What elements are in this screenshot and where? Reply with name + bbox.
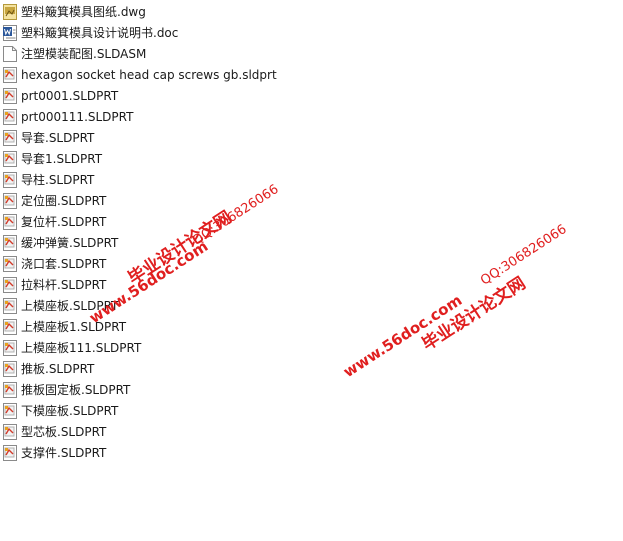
file-item-part[interactable]: 缓冲弹簧.SLDPRT — [3, 233, 118, 253]
sldprt-file-icon — [3, 445, 17, 461]
file-item-label: 缓冲弹簧.SLDPRT — [21, 236, 119, 250]
file-item-label: 塑料簸箕模具图纸.dwg — [21, 5, 146, 19]
dwg-file-icon — [3, 4, 17, 20]
file-item-part[interactable]: 上模座板1.SLDPRT — [3, 317, 126, 337]
file-item-part[interactable]: 拉料杆.SLDPRT — [3, 275, 106, 295]
sldprt-file-icon — [3, 382, 17, 398]
file-item-part[interactable]: 支撑件.SLDPRT — [3, 443, 106, 463]
watermark-qq-1: QQ:306826066 — [190, 181, 282, 249]
file-item-part[interactable]: 导柱.SLDPRT — [3, 170, 94, 190]
sldprt-file-icon — [3, 109, 17, 125]
file-item-label: 导柱.SLDPRT — [21, 173, 95, 187]
file-item-part[interactable]: hexagon socket head cap screws gb.sldprt — [3, 65, 277, 85]
sldprt-file-icon — [3, 424, 17, 440]
watermark-title-2: 毕业设计论文网 — [418, 273, 530, 355]
file-item-label: 上模座板.SLDPRT — [21, 299, 119, 313]
file-item-label: 浇口套.SLDPRT — [21, 257, 107, 271]
file-item-label: 导套.SLDPRT — [21, 131, 95, 145]
file-item-label: 型芯板.SLDPRT — [21, 425, 107, 439]
file-item-label: prt000111.SLDPRT — [21, 110, 134, 124]
file-item-label: 拉料杆.SLDPRT — [21, 278, 107, 292]
watermark-qq-2: QQ:306826066 — [478, 221, 570, 289]
file-item-label: 塑料簸箕模具设计说明书.doc — [21, 26, 179, 40]
file-item-design-doc[interactable]: 塑料簸箕模具设计说明书.doc — [3, 23, 178, 43]
sldprt-file-icon — [3, 151, 17, 167]
sldprt-file-icon — [3, 67, 17, 83]
word-doc-icon — [3, 25, 17, 41]
sldprt-file-icon — [3, 172, 17, 188]
sldprt-file-icon — [3, 88, 17, 104]
sldprt-file-icon — [3, 214, 17, 230]
file-item-part[interactable]: 定位圈.SLDPRT — [3, 191, 106, 211]
file-item-part[interactable]: 上模座板.SLDPRT — [3, 296, 118, 316]
sldprt-file-icon — [3, 340, 17, 356]
watermark-site-2: www.56doc.com — [340, 291, 466, 382]
file-item-assembly[interactable]: 注塑模装配图.SLDASM — [3, 44, 146, 64]
sldprt-file-icon — [3, 403, 17, 419]
sldprt-file-icon — [3, 193, 17, 209]
file-item-part[interactable]: prt0001.SLDPRT — [3, 86, 118, 106]
sldprt-file-icon — [3, 298, 17, 314]
file-item-label: 支撑件.SLDPRT — [21, 446, 107, 460]
file-item-part[interactable]: 导套1.SLDPRT — [3, 149, 102, 169]
sldprt-file-icon — [3, 130, 17, 146]
watermark-title-1: 毕业设计论文网 — [124, 207, 236, 289]
file-item-part[interactable]: 推板固定板.SLDPRT — [3, 380, 130, 400]
file-item-label: 上模座板1.SLDPRT — [21, 320, 127, 334]
file-item-label: prt0001.SLDPRT — [21, 89, 119, 103]
file-item-part[interactable]: 下模座板.SLDPRT — [3, 401, 118, 421]
file-item-label: 上模座板111.SLDPRT — [21, 341, 142, 355]
sldprt-file-icon — [3, 319, 17, 335]
file-item-dwg-drawing[interactable]: 塑料簸箕模具图纸.dwg — [3, 2, 146, 22]
file-item-part[interactable]: 复位杆.SLDPRT — [3, 212, 106, 232]
file-item-part[interactable]: 导套.SLDPRT — [3, 128, 94, 148]
sldprt-file-icon — [3, 277, 17, 293]
file-item-label: 注塑模装配图.SLDASM — [21, 47, 147, 61]
sldprt-file-icon — [3, 361, 17, 377]
file-item-part[interactable]: 浇口套.SLDPRT — [3, 254, 106, 274]
file-item-label: 复位杆.SLDPRT — [21, 215, 107, 229]
file-item-part[interactable]: 型芯板.SLDPRT — [3, 422, 106, 442]
file-item-part[interactable]: 上模座板111.SLDPRT — [3, 338, 141, 358]
file-item-label: 推板固定板.SLDPRT — [21, 383, 131, 397]
file-item-label: 导套1.SLDPRT — [21, 152, 103, 166]
sldprt-file-icon — [3, 256, 17, 272]
file-item-label: 推板.SLDPRT — [21, 362, 95, 376]
blank-file-icon — [3, 46, 17, 62]
file-item-part[interactable]: 推板.SLDPRT — [3, 359, 94, 379]
file-item-label: hexagon socket head cap screws gb.sldprt — [21, 68, 277, 82]
file-item-label: 下模座板.SLDPRT — [21, 404, 119, 418]
file-item-part[interactable]: prt000111.SLDPRT — [3, 107, 133, 127]
file-item-label: 定位圈.SLDPRT — [21, 194, 107, 208]
sldprt-file-icon — [3, 235, 17, 251]
